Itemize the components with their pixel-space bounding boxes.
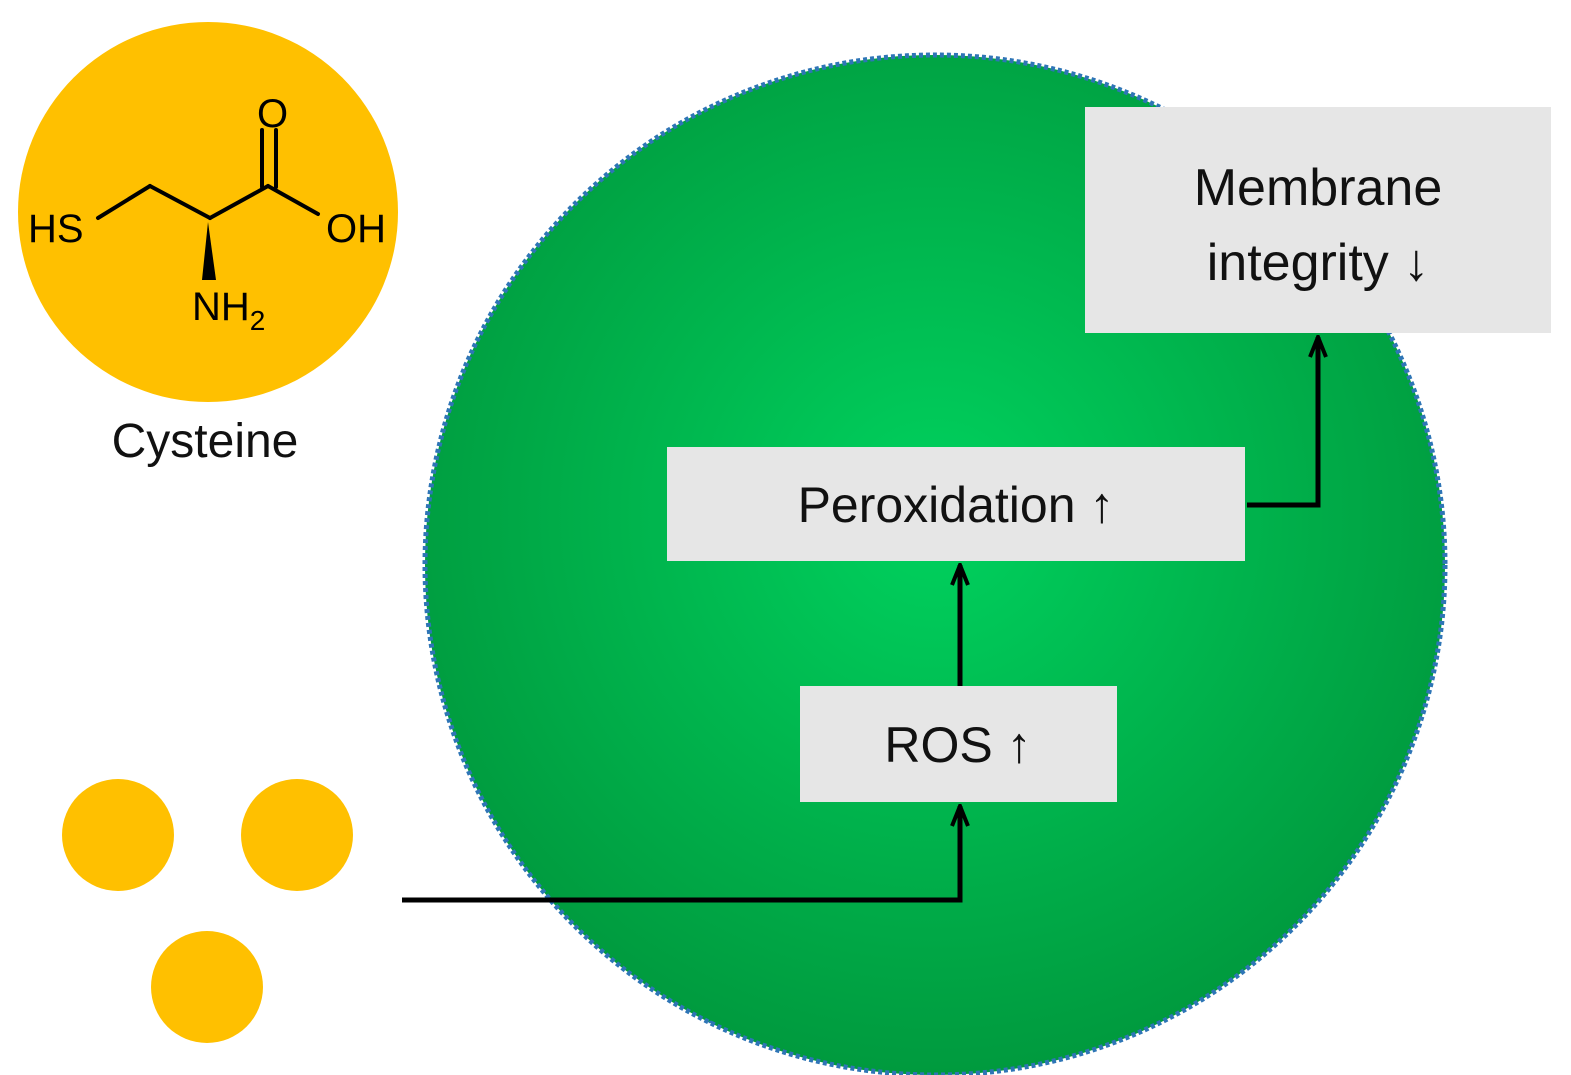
cysteine-particle-2 xyxy=(241,779,353,891)
cysteine-particle-1 xyxy=(62,779,174,891)
ros-label: ROS ↑ xyxy=(884,717,1031,773)
cysteine-molecule-circle xyxy=(18,22,398,402)
node-ros: ROS ↑ xyxy=(800,686,1117,802)
ros-box xyxy=(800,686,1117,802)
cysteine-skeletal-structure xyxy=(96,128,320,220)
node-membrane-integrity: Membrane integrity ↓ xyxy=(1085,107,1551,333)
peroxidation-label: Peroxidation ↑ xyxy=(798,477,1115,533)
thiol-label: HS xyxy=(28,207,84,251)
amine-subscript: 2 xyxy=(250,305,266,336)
node-peroxidation: Peroxidation ↑ xyxy=(667,447,1245,561)
arrow-peroxidation-to-membrane xyxy=(1247,337,1318,508)
membrane-label-line1: Membrane xyxy=(1194,159,1443,217)
membrane-label-line2: integrity ↓ xyxy=(1207,234,1430,292)
amine-main: NH xyxy=(192,285,250,329)
cysteine-name-label: Cysteine xyxy=(112,415,299,468)
wedge-bond xyxy=(202,222,216,280)
carbonyl-oxygen-label: O xyxy=(257,92,288,136)
membrane-box xyxy=(1085,107,1551,333)
pathway-arrows xyxy=(402,337,1318,903)
amine-label: NH2 xyxy=(192,285,265,336)
peroxidation-box xyxy=(667,447,1245,561)
cysteine-particle-3 xyxy=(151,931,263,1043)
hydroxyl-label: OH xyxy=(326,207,386,251)
arrow-particles-to-ros xyxy=(402,806,960,903)
